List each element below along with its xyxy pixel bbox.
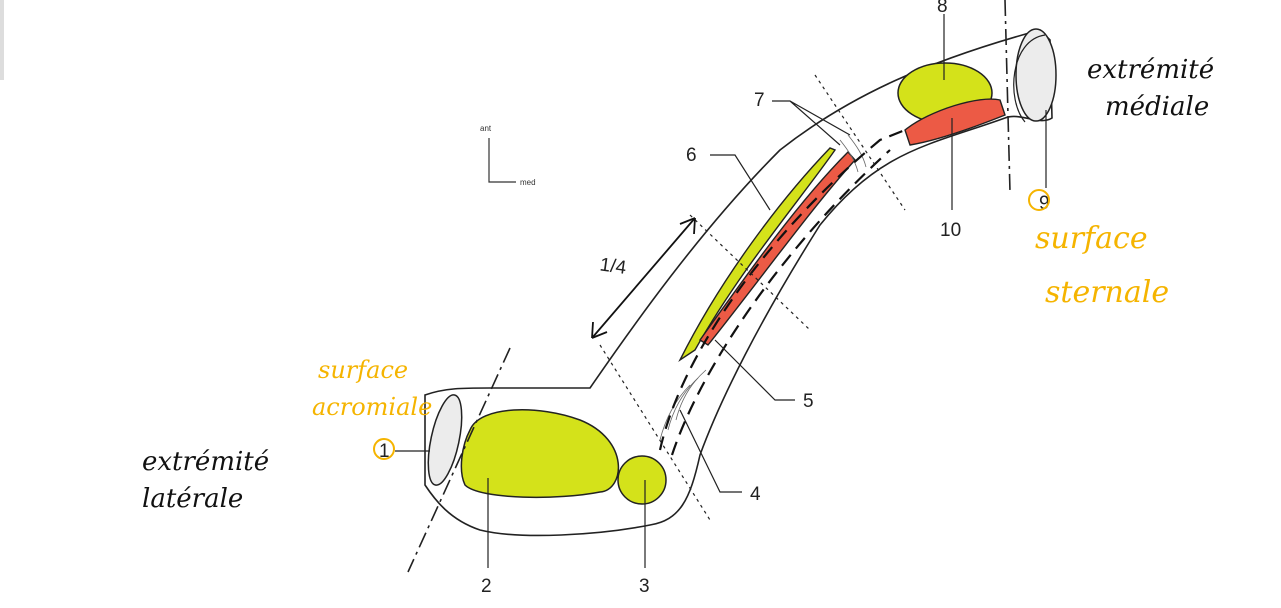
orientation-indicator: ant med: [480, 124, 536, 187]
area-6-green: [678, 147, 837, 363]
label-1: 1: [379, 441, 390, 462]
leader-6: [710, 154, 771, 211]
area-10-red: [904, 98, 1006, 146]
acromial-surface-annotation-line2: acromiale: [312, 393, 432, 421]
label-9-orange-circle: [1028, 189, 1050, 211]
label-4: 4: [750, 484, 761, 505]
acromial-articular-surface: [427, 394, 463, 486]
lateral-end-annotation-line2: latérale: [142, 484, 243, 514]
leader-lines: [395, 14, 1047, 568]
label-2: 2: [481, 576, 492, 597]
fraction-label: 1/4: [598, 254, 628, 279]
area-2-green: [460, 409, 620, 499]
area-3-green: [617, 455, 667, 505]
medial-axis-line: [1004, 0, 1011, 193]
leader-7: [772, 100, 851, 146]
area-5-red: [698, 150, 856, 346]
medial-end-annotation-line2: médiale: [1105, 92, 1209, 122]
label-9: 9: [1039, 193, 1050, 214]
section-line-3: [814, 74, 906, 211]
label-7: 7: [754, 90, 765, 111]
medial-end-annotation-line1: extrémité: [1087, 55, 1214, 85]
lateral-axis-line: [407, 347, 511, 573]
label-5: 5: [803, 391, 814, 412]
leader-5: [714, 339, 795, 401]
sternal-articular-surface: [1015, 28, 1057, 122]
quarter-length-arrow: [591, 217, 696, 339]
medial-end-rim: [1013, 34, 1046, 123]
leader-4: [679, 409, 742, 493]
hatched-region-4: [659, 369, 707, 441]
left-edge-artifact: [0, 0, 4, 80]
label-1-orange-circle: [373, 438, 395, 460]
dashed-outline-inner: [670, 149, 891, 456]
sternal-surface-annotation-line2: sternale: [1045, 275, 1169, 310]
label-6: 6: [686, 145, 697, 166]
orientation-med-label: med: [520, 178, 536, 187]
label-10: 10: [940, 220, 961, 241]
label-8: 8: [937, 0, 948, 17]
label-3: 3: [639, 576, 650, 597]
sternal-surface-annotation-line1: surface: [1035, 221, 1148, 256]
orientation-ant-label: ant: [480, 124, 492, 133]
hatched-region-7: [839, 134, 867, 173]
clavicle-outline: [424, 29, 1053, 537]
lateral-end-annotation-line1: extrémité: [142, 447, 269, 477]
dashed-outline-inferior: [658, 128, 906, 451]
acromial-surface-annotation-line1: surface: [318, 356, 408, 384]
